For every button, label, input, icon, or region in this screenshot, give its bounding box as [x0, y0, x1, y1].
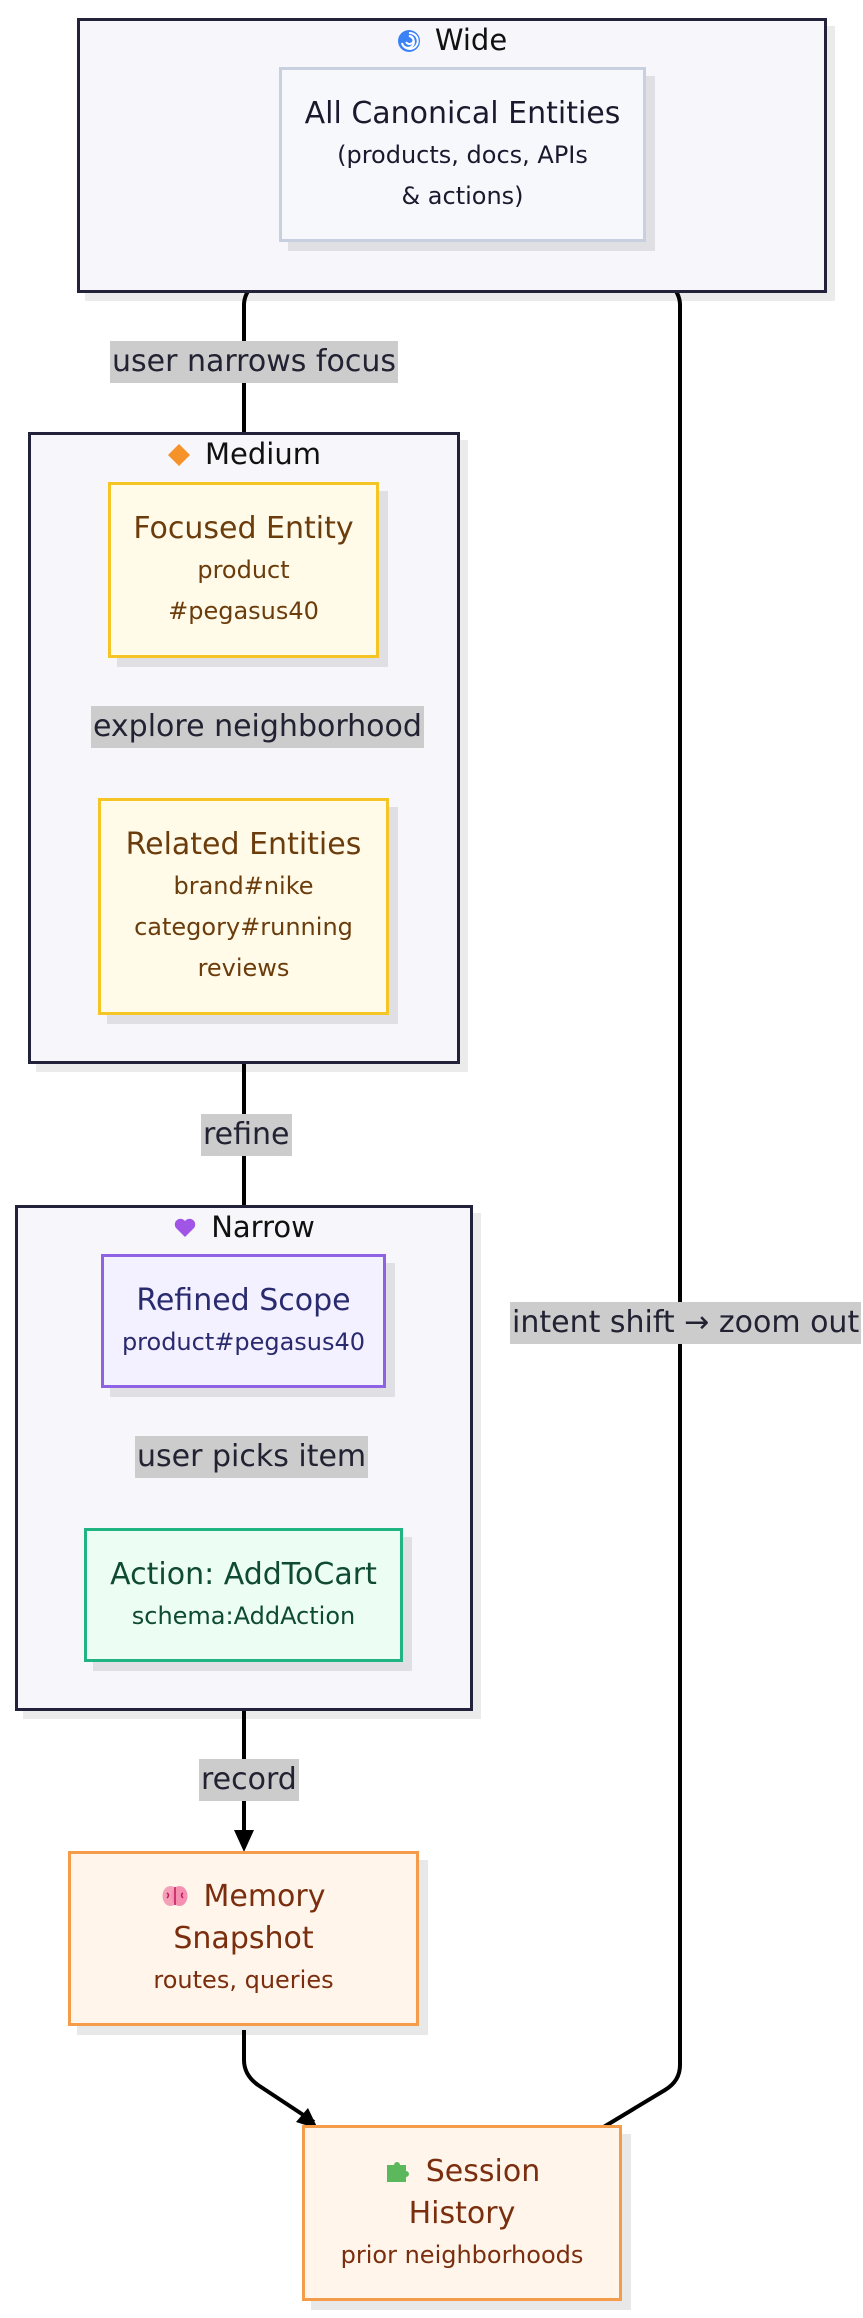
node-related-entities: Related Entities brand#nike category#run… — [98, 798, 389, 1015]
node-session-history: Session History prior neighborhoods — [302, 2125, 622, 2301]
edge-label-explore: explore neighborhood — [91, 706, 424, 748]
node-memory-title-2: Snapshot — [173, 1921, 314, 1956]
node-action-addtocart: Action: AddToCart schema:AddAction — [84, 1528, 403, 1662]
cyclone-icon — [397, 30, 420, 52]
node-related-line-3: reviews — [197, 954, 290, 982]
cluster-narrow-label: Narrow — [211, 1210, 315, 1244]
edge-zoom-out — [600, 245, 682, 2130]
arrowhead-session — [296, 2108, 318, 2129]
edge-label-refine: refine — [201, 1114, 292, 1156]
node-session-line-1: prior neighborhoods — [340, 2240, 584, 2269]
node-related-title: Related Entities — [125, 827, 362, 862]
edge-label-record: record — [199, 1759, 299, 1801]
node-canonical-line-2: & actions) — [401, 181, 524, 210]
node-refined-line-1: product#pegasus40 — [121, 1327, 366, 1356]
cluster-narrow-title: Narrow — [18, 1210, 470, 1244]
arrowhead-memory — [234, 1830, 254, 1852]
node-session-title-2: History — [408, 2195, 516, 2231]
edge-label-narrows: user narrows focus — [110, 341, 398, 383]
node-canonical-title: All Canonical Entities — [304, 95, 621, 131]
puzzle-icon — [386, 2161, 409, 2182]
node-refined-scope: Refined Scope product#pegasus40 — [101, 1254, 386, 1388]
node-focused-entity: Focused Entity product #pegasus40 — [108, 482, 379, 658]
edge-label-zoom-out: intent shift → zoom out — [510, 1302, 862, 1344]
node-refined-title: Refined Scope — [136, 1282, 351, 1318]
edge-label-picks: user picks item — [135, 1436, 369, 1478]
purple-heart-icon — [174, 1218, 196, 1237]
orange-diamond-icon — [168, 444, 191, 466]
node-action-title: Action: AddToCart — [110, 1556, 377, 1592]
node-focused-line-1: product — [197, 556, 290, 584]
cluster-wide-label: Wide — [434, 23, 508, 57]
node-canonical-line-1: (products, docs, APIs — [337, 140, 588, 169]
node-canonical-entities: All Canonical Entities (products, docs, … — [279, 67, 646, 242]
node-memory-title-1: Memory — [161, 1876, 326, 1918]
node-focused-title: Focused Entity — [133, 511, 354, 546]
node-action-line-1: schema:AddAction — [131, 1601, 356, 1630]
cluster-medium-label: Medium — [205, 437, 321, 471]
cluster-medium-title: Medium — [31, 437, 457, 471]
node-memory-line-1: routes, queries — [153, 1966, 334, 1994]
node-related-line-2: category#running — [134, 913, 353, 941]
node-session-title-1: Session — [384, 2151, 540, 2193]
node-memory-title-text-1: Memory — [203, 1879, 326, 1914]
node-focused-line-2: #pegasus40 — [168, 597, 319, 625]
node-session-title-text-1: Session — [425, 2153, 541, 2189]
edge-memory-to-session — [242, 2030, 316, 2124]
node-related-line-1: brand#nike — [173, 872, 314, 900]
cluster-wide-title: Wide — [80, 23, 824, 57]
brain-icon — [162, 1886, 188, 1906]
node-memory-snapshot: Memory Snapshot routes, queries — [68, 1851, 419, 2026]
